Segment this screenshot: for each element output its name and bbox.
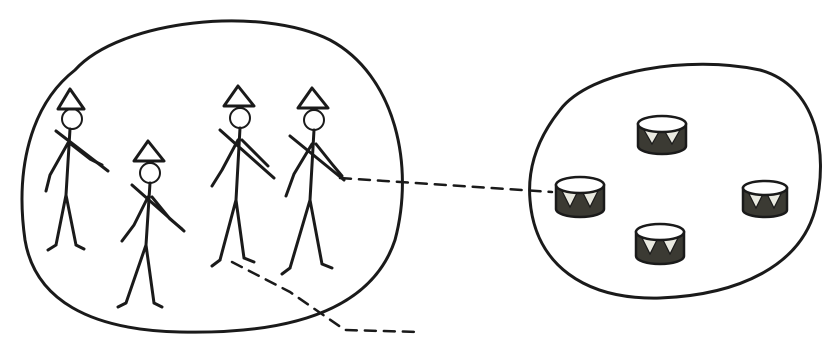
drum-4 [636, 224, 684, 264]
unmatched-line [232, 262, 420, 332]
soldier-figure-4 [282, 88, 344, 274]
drum-1 [638, 116, 686, 154]
left-set-outline [22, 21, 402, 332]
soldier-figure-1 [46, 89, 108, 250]
correspondence-line [340, 178, 552, 192]
drum-3 [743, 181, 787, 217]
soldier-figure-2 [118, 141, 184, 307]
soldier-figure-3 [212, 86, 274, 266]
drum-2 [556, 177, 604, 217]
